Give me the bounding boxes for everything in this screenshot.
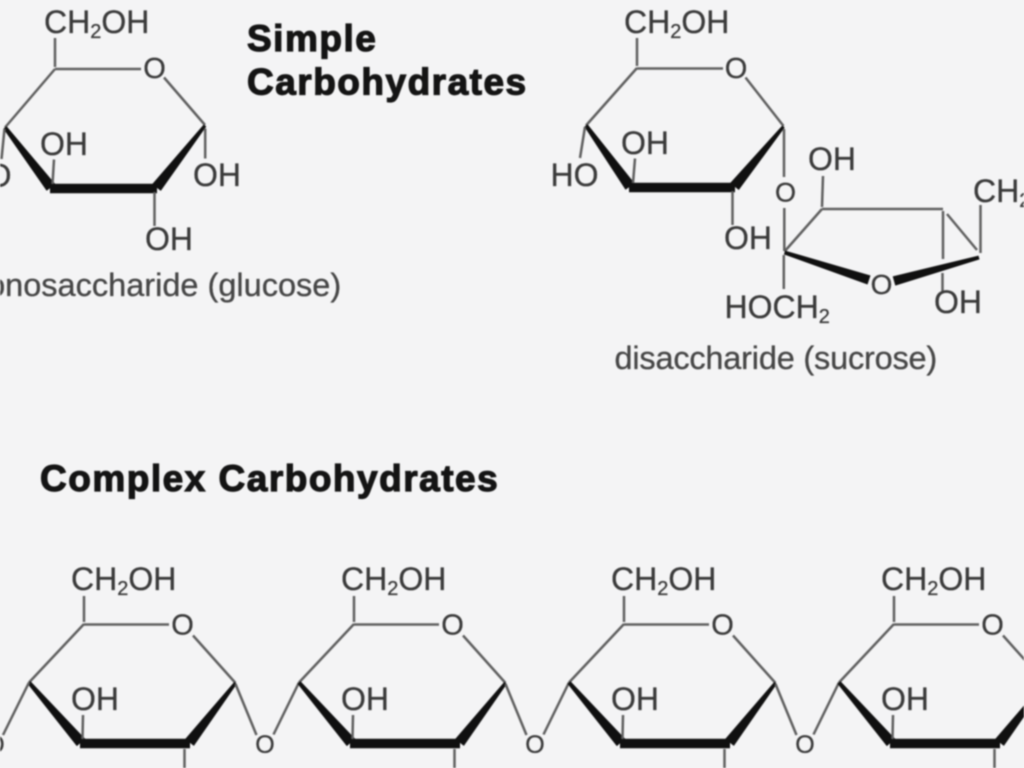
svg-text:HOCH2: HOCH2: [725, 289, 830, 328]
svg-text:O: O: [775, 178, 796, 208]
svg-text:O: O: [711, 609, 734, 641]
svg-text:O: O: [725, 53, 748, 85]
svg-text:HO: HO: [551, 157, 599, 193]
svg-text:O: O: [255, 731, 274, 759]
svg-text:Simple: Simple: [247, 18, 377, 59]
svg-text:HO: HO: [0, 158, 12, 194]
svg-text:O: O: [795, 731, 814, 759]
svg-text:O: O: [0, 731, 5, 759]
svg-text:OH: OH: [621, 125, 669, 161]
svg-text:O: O: [143, 53, 166, 85]
svg-text:O: O: [525, 731, 544, 759]
svg-text:CH2OH: CH2OH: [341, 561, 446, 600]
svg-text:OH: OH: [808, 141, 856, 177]
svg-text:disaccharide (sucrose): disaccharide (sucrose): [615, 340, 938, 376]
svg-text:OH: OH: [724, 220, 772, 256]
svg-text:CH2OH: CH2OH: [624, 4, 729, 43]
svg-text:OH: OH: [611, 681, 659, 717]
svg-text:OH: OH: [934, 284, 982, 320]
svg-text:OH: OH: [40, 126, 88, 162]
svg-text:OH: OH: [341, 681, 389, 717]
svg-text:OH: OH: [145, 221, 193, 257]
svg-text:Complex Carbohydrates: Complex Carbohydrates: [40, 458, 499, 499]
svg-text:O: O: [981, 609, 1004, 641]
svg-text:OH: OH: [193, 157, 241, 193]
svg-text:O: O: [441, 609, 464, 641]
svg-text:OH: OH: [881, 681, 929, 717]
svg-text:Carbohydrates: Carbohydrates: [247, 62, 528, 103]
svg-text:OH: OH: [71, 681, 119, 717]
svg-text:monosaccharide (glucose): monosaccharide (glucose): [0, 267, 341, 303]
svg-text:O: O: [171, 609, 194, 641]
svg-text:O: O: [871, 269, 893, 300]
